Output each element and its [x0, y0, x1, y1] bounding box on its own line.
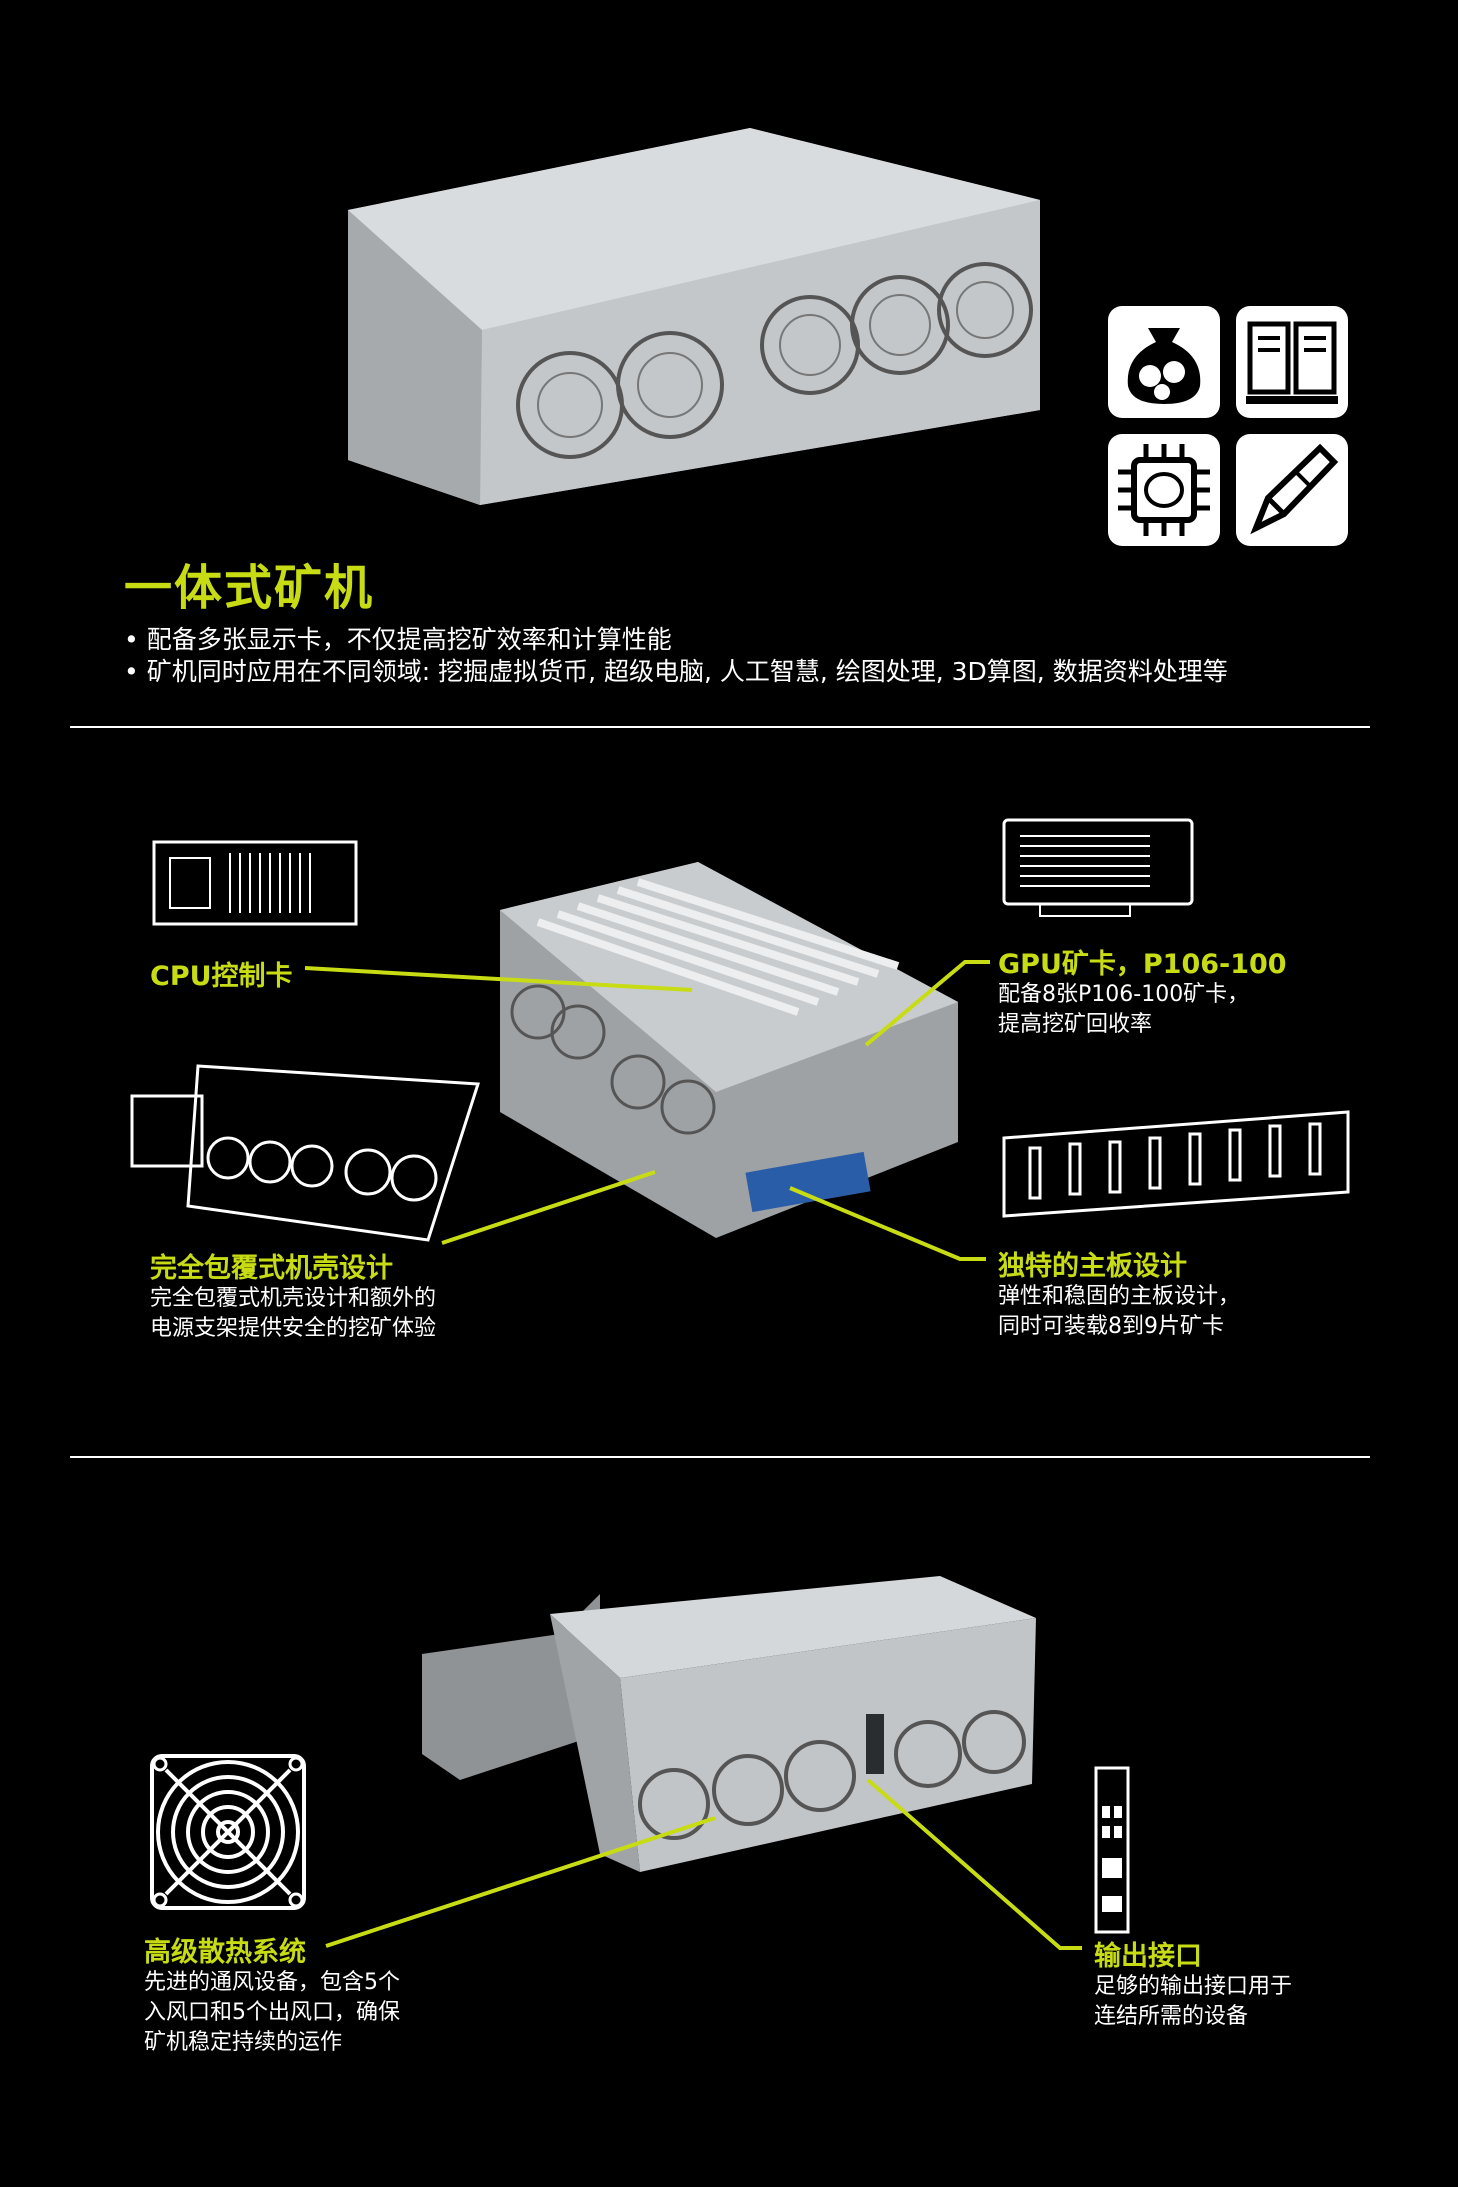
bullet-text-1: 配备多张显示卡，不仅提高挖矿效率和计算性能 [146, 625, 672, 654]
page-title: 一体式矿机 [124, 560, 375, 616]
brain-chip-icon [1108, 434, 1220, 546]
feature-desc-cooling: 先进的通风设备，包含5个 入风口和5个出风口，确保 矿机稳定持续的运作 [144, 1970, 400, 2055]
feature-icon-grid [1108, 306, 1352, 550]
bullet-text-2: 矿机同时应用在不同领域: 挖掘虚拟货币, 超级电脑, 人工智慧, 绘图处理, 3… [146, 657, 1228, 686]
bullet-item-1: • 配备多张显示卡，不仅提高挖矿效率和计算性能 [124, 625, 672, 654]
feature-title-cooling: 高级散热系统 [144, 1937, 306, 1968]
feature-title-cpu: CPU控制卡 [150, 961, 293, 992]
feature-title-board: 独特的主板设计 [998, 1251, 1187, 1282]
server-icon [1236, 306, 1348, 418]
drawing-pen-icon [1236, 434, 1348, 546]
feature-desc-io: 足够的输出接口用于 连结所需的设备 [1094, 1974, 1293, 2029]
mining-rig-front-image [348, 128, 1040, 505]
enclosed-case-drawing [130, 1064, 481, 1242]
feature-desc-case: 完全包覆式机壳设计和额外的 电源支架提供安全的挖矿体验 [150, 1286, 437, 1341]
section-divider-1 [70, 726, 1370, 728]
io-port-drawing [1094, 1766, 1130, 1934]
gpu-card-drawing [1002, 818, 1194, 917]
section-divider-2 [70, 1456, 1370, 1458]
feature-title-io: 输出接口 [1094, 1941, 1202, 1972]
feature-title-gpu: GPU矿卡，P106-100 [998, 949, 1287, 980]
feature-desc-gpu: 配备8张P106-100矿卡， 提高挖矿回收率 [998, 982, 1250, 1037]
feature-title-case: 完全包覆式机壳设计 [150, 1253, 393, 1284]
fan-drawing [150, 1754, 306, 1910]
open-rig-image [500, 862, 958, 1238]
bullet-item-2: • 矿机同时应用在不同领域: 挖掘虚拟货币, 超级电脑, 人工智慧, 绘图处理,… [124, 657, 1228, 686]
mining-rig-rear-image [422, 1576, 1036, 1872]
coin-bag-icon [1108, 306, 1220, 418]
motherboard-drawing [1002, 1110, 1350, 1218]
feature-desc-board: 弹性和稳固的主板设计， 同时可装载8到9片矿卡 [998, 1284, 1241, 1339]
cpu-card-drawing [152, 840, 358, 926]
